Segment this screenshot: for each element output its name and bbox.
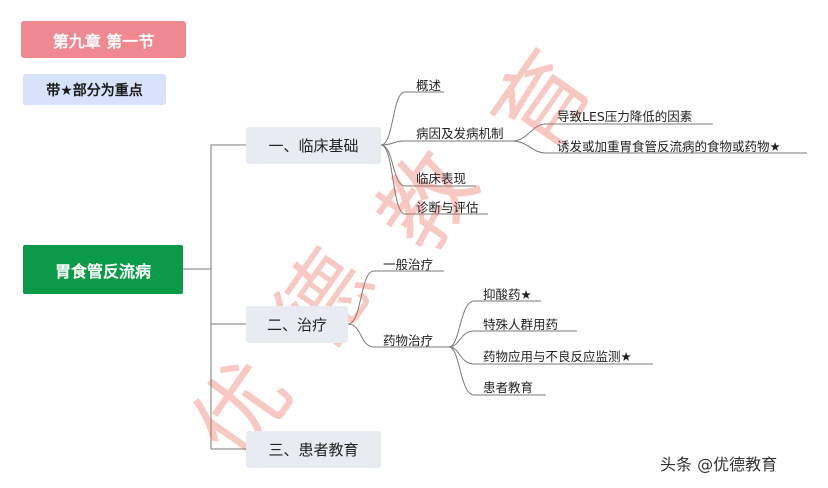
connector-yaowu-yingyong (448, 346, 653, 365)
leaf-clinical-manifestation[interactable]: 临床表现 (416, 171, 467, 186)
connector-b2-yaowu (347, 323, 449, 348)
leaf-special-populations[interactable]: 特殊人群用药 (483, 317, 559, 332)
connector-b2-yiban (347, 270, 444, 325)
leaf-drug-monitoring[interactable]: 药物应用与不良反应监测★ (483, 349, 632, 364)
leaf-acid-suppressants[interactable]: 抑酸药★ (483, 287, 532, 302)
leaf-diagnosis-evaluation[interactable]: 诊断与评估 (416, 200, 479, 215)
leaf-patient-education-sub[interactable]: 患者教育 (483, 380, 534, 395)
branch-node-patient-education[interactable]: 三、患者教育 (246, 431, 381, 468)
leaf-overview[interactable]: 概述 (416, 78, 442, 93)
branch-node-clinical-basics[interactable]: 一、临床基础 (246, 127, 381, 164)
leaf-etiology[interactable]: 病因及发病机制 (416, 126, 504, 141)
connector-yaowu-yisuan (448, 300, 541, 348)
connector-b1-gaishu (380, 91, 444, 146)
branch-node-treatment[interactable]: 二、治疗 (246, 306, 348, 343)
leaf-drug-treatment[interactable]: 药物治疗 (383, 333, 434, 348)
connector-bingyin-food (511, 140, 807, 154)
leaf-general-treatment[interactable]: 一般治疗 (383, 257, 434, 272)
chapter-tag: 第九章 第一节 (21, 21, 186, 58)
root-node[interactable]: 胃食管反流病 (23, 245, 183, 294)
connector-b1-bingyin (380, 140, 512, 146)
connector-yaowu-huanzhe (448, 346, 546, 396)
note-tag: 带★部分为重点 (23, 74, 166, 105)
connector-b1-linchuang (380, 144, 476, 187)
connector-yaowu-teshu (448, 330, 577, 348)
connector-bingyin-les (511, 123, 713, 142)
connector-b1-zhenduan (380, 144, 488, 215)
leaf-les-pressure-factors[interactable]: 导致LES压力降低的因素 (557, 109, 693, 124)
footer-credit: 头条 @优德教育 (660, 455, 778, 474)
leaf-trigger-foods-drugs[interactable]: 诱发或加重胃食管反流病的食物或药物★ (557, 139, 781, 154)
